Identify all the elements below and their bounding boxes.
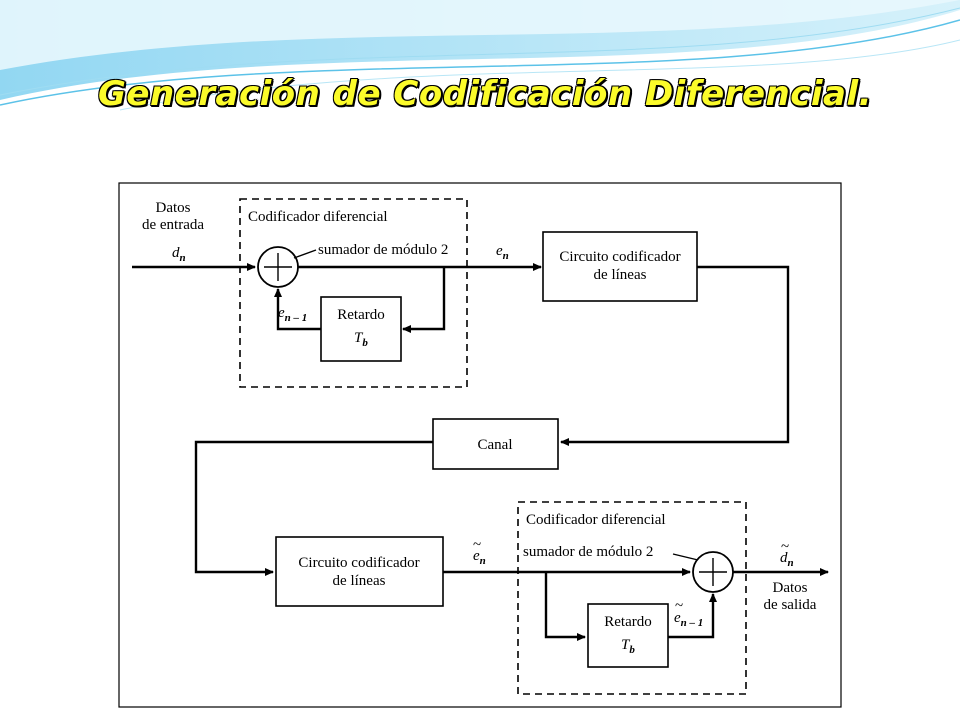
line-coder-1-label-a: Circuito codificador [559,249,680,265]
decoder-adder-leader [672,553,699,561]
encoder-adder [257,246,299,288]
to-channel-arrow [560,265,790,446]
output-symbol: dn [780,550,794,569]
background-waves [0,0,960,111]
output-tilde: ~ [781,539,789,555]
decoder-delay-to-adder [668,593,717,639]
decoder-delay-label: Retardo [604,614,651,630]
encoder-delay-box [320,296,402,362]
decoder-delay-box [587,603,669,668]
line-coder-2-label-a: Circuito codificador [298,555,419,571]
input-label-line2: de entrada [142,217,204,233]
encoder-dashed-box [239,198,468,388]
decoder-dashed-box [517,501,747,695]
decoder-feedback-symbol: en – 1 [674,610,703,629]
line-coder-2-box [275,536,444,607]
received-tilde: ~ [473,537,481,553]
block-diagram: Datos de entrada dn Codificador diferenc… [118,182,842,708]
channel-box [432,418,559,470]
slide-title: Generación de Codificación Diferencial. [98,74,873,114]
decoder-feedback-tilde: ~ [675,598,683,614]
decoder-title: Codificador diferencial [526,512,666,528]
decoder-adder [692,551,734,593]
line-coder-1-label-b: de líneas [594,267,647,283]
encoder-delay-to-adder [274,288,321,331]
received-symbol: en [473,548,486,567]
encoder-title: Codificador diferencial [248,209,388,225]
input-symbol: dn [172,245,186,264]
input-label-line1: Datos [156,200,191,216]
line-coder-2-label-b: de líneas [333,573,386,589]
output-label-line1: Datos [773,580,808,596]
encoder-adder-label: sumador de módulo 2 [318,242,448,258]
encoder-adder-leader [293,249,317,259]
channel-label: Canal [478,437,513,453]
encoder-feedback-symbol: en – 1 [278,305,307,324]
encoder-delay-label: Retardo [337,307,384,323]
line-coder-1-box [542,231,698,302]
decoder-branch-to-delay [544,572,586,641]
encoder-feedback-to-delay [402,267,446,333]
decoder-adder-label: sumador de módulo 2 [523,544,653,560]
encoder-delay-symbol: Tb [354,330,368,349]
from-channel-arrow [194,440,433,576]
encoded-symbol: en [496,243,509,262]
decoder-delay-symbol: Tb [621,637,635,656]
output-label-line2: de salida [764,597,817,613]
